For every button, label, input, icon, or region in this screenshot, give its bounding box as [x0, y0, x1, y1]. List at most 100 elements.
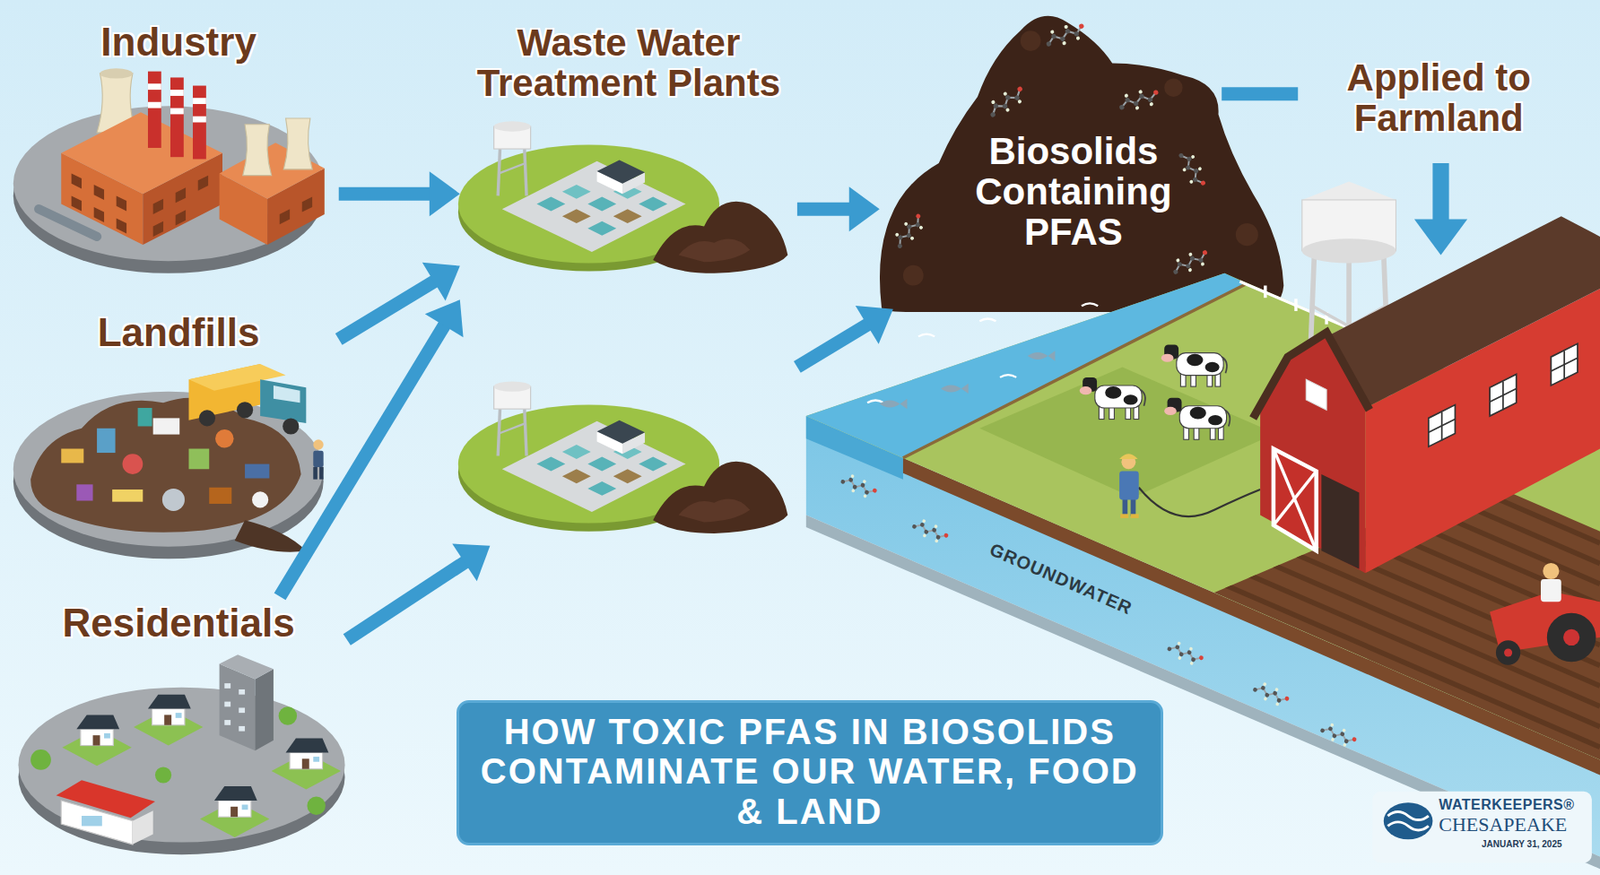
biosolids-pile: [1020, 30, 1042, 52]
landfill-illustration: [215, 429, 234, 448]
layer-label: GROUNDWATER: [986, 539, 1136, 620]
farm-illustration: [940, 383, 969, 394]
logo-badge: [1372, 791, 1592, 864]
landfill-illustration: [236, 401, 253, 418]
residential-illustration: [81, 816, 103, 827]
industry-illustration: [147, 83, 162, 90]
landfill-illustration: [96, 428, 115, 453]
farm-illustration: [1542, 563, 1559, 580]
treatment-plant-illustration: [458, 121, 788, 273]
landfill-illustration: [153, 417, 181, 435]
farm-illustration: [1165, 638, 1206, 669]
industry-illustration: [71, 195, 82, 211]
title-banner: HOW TOXIC PFAS IN BIOSOLIDS CONTAMINATE …: [456, 700, 1164, 846]
landfill-illustration: [208, 487, 232, 505]
farm-illustration: [1489, 373, 1517, 417]
farm-illustration: [1273, 449, 1317, 552]
residential-illustration: [219, 654, 274, 679]
stage-label: Applied to Farmland: [1305, 57, 1572, 140]
farm-illustration: [1239, 281, 1357, 332]
landfill-illustration: [244, 464, 270, 479]
landfill-illustration: [13, 364, 324, 559]
residential-illustration: [155, 766, 172, 783]
arrow-shaft: [339, 279, 437, 340]
residential-illustration: [132, 810, 154, 845]
arrow-head: [849, 186, 880, 232]
farm-illustration: [1161, 344, 1227, 387]
logo-text: CHESAPEAKE: [1438, 813, 1567, 837]
industry-illustration: [153, 199, 164, 215]
residential-illustration: [224, 702, 231, 708]
farm-illustration: [1302, 238, 1397, 263]
landfill-illustration: [138, 408, 153, 427]
industry-illustration: [283, 118, 313, 170]
biosolids-pile: [879, 16, 1284, 313]
pile-label: Biosolids Containing PFAS: [930, 130, 1218, 253]
farm-illustration: [1120, 513, 1129, 519]
arrow-shaft: [339, 187, 433, 201]
flow-arrow: [339, 171, 461, 217]
farm-illustration: [1130, 497, 1137, 516]
farm-illustration: [1563, 629, 1580, 646]
farm-illustration: [1428, 405, 1456, 448]
logo-badge: [1383, 802, 1434, 840]
residential-illustration: [238, 689, 245, 696]
industry-illustration: [198, 175, 209, 192]
residential-illustration: [200, 786, 270, 838]
industry-illustration: [170, 77, 184, 157]
farm-illustration: [1428, 419, 1456, 434]
farm-illustration: [1318, 720, 1359, 750]
date-stamp: JANUARY 31, 2025: [1481, 839, 1563, 850]
landfill-illustration: [273, 385, 301, 403]
flow-node: Waste Water Treatment Plants: [460, 17, 798, 547]
industry-illustration: [175, 187, 186, 203]
landfill-illustration: [313, 451, 323, 468]
farm-illustration: [1119, 453, 1138, 460]
residential-illustration: [17, 654, 345, 855]
landfill-illustration: [252, 491, 269, 508]
farm-illustration: [1504, 648, 1513, 657]
industry-illustration: [116, 195, 127, 211]
farm-illustration: [838, 471, 879, 502]
flow-node: Biosolids Containing PFAS: [879, 8, 1222, 310]
farm-illustration: [1540, 579, 1562, 602]
logo-text: WATERKEEPERS®: [1438, 797, 1574, 814]
farm-illustration: [1079, 377, 1146, 420]
industry-illustration: [147, 102, 162, 109]
biosolids-pile: [1174, 147, 1210, 192]
farm-illustration: [1326, 216, 1600, 409]
title-text: HOW TOXIC PFAS IN BIOSOLIDS CONTAMINATE …: [478, 712, 1141, 833]
landfill-illustration: [260, 379, 306, 424]
industry-illustration: [192, 116, 207, 123]
logo-badge: [1387, 811, 1429, 830]
landfill-illustration: [30, 398, 302, 533]
residential-illustration: [238, 726, 245, 732]
logo-badge: [1372, 791, 1592, 864]
farm-illustration: [1489, 388, 1517, 402]
biosolids-pile: [1116, 86, 1162, 115]
farm-illustration: [1294, 298, 1297, 312]
farm-illustration: [1273, 471, 1317, 526]
farm-illustration: [1302, 181, 1397, 200]
biosolids-pile: [889, 210, 929, 253]
flow-node: Applied to Farmland: [1297, 52, 1579, 156]
arrow-shaft: [1221, 86, 1298, 101]
source-label: Residentials: [20, 601, 338, 645]
arrow-head: [429, 171, 461, 217]
farm-illustration: [1027, 350, 1056, 361]
residential-illustration: [254, 669, 273, 751]
arrow-head: [425, 299, 464, 338]
farm-illustration: [1321, 474, 1359, 570]
farm-illustration: [1122, 497, 1129, 516]
farm-arrow: [1432, 163, 1449, 223]
farm-illustration: [1173, 542, 1600, 728]
source-label: Landfills: [25, 311, 331, 355]
landfill-illustration: [122, 453, 144, 475]
farm-illustration: [1130, 513, 1140, 519]
flow-arrow: [1221, 93, 1298, 95]
flow-arrow: [347, 543, 491, 640]
industry-illustration: [147, 71, 162, 148]
farm-illustration: [1428, 350, 1578, 441]
residential-illustration: [224, 720, 231, 726]
